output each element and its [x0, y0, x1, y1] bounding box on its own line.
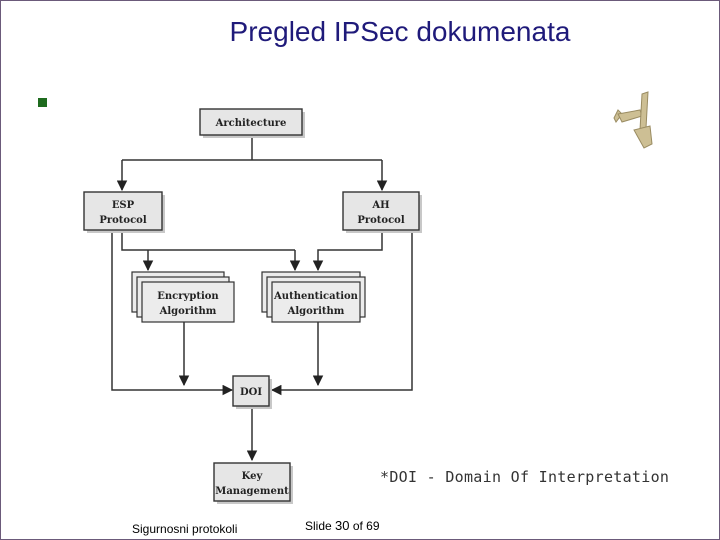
authentication-label-line1: Authentication — [273, 291, 359, 302]
esp-protocol-box: ESP Protocol — [84, 192, 165, 233]
doi-footnote: *DOI - Domain Of Interpretation — [380, 468, 669, 486]
architecture-label: Architecture — [215, 118, 287, 129]
encryption-label-line2: Algorithm — [159, 306, 217, 317]
footer-slide-current: 30 — [335, 518, 349, 533]
architecture-box: Architecture — [200, 109, 305, 138]
doi-box: DOI — [233, 376, 272, 409]
key-label-line2: Management — [215, 486, 289, 497]
footer-slide-total: of 69 — [353, 519, 380, 533]
decorative-tools-icon — [604, 88, 656, 152]
authentication-algorithm-stack: Authentication Algorithm — [262, 272, 365, 322]
doi-label: DOI — [240, 387, 262, 398]
encryption-algorithm-stack: Encryption Algorithm — [132, 272, 234, 322]
footer-slide-number: Slide 30 of 69 — [305, 518, 380, 533]
footer-course-name: Sigurnosni protokoli — [132, 522, 237, 536]
encryption-label-line1: Encryption — [157, 291, 219, 302]
key-management-box: Key Management — [214, 463, 293, 504]
ah-protocol-box: AH Protocol — [343, 192, 422, 233]
footer-slide-word: Slide — [305, 519, 332, 533]
esp-label-line2: Protocol — [99, 215, 147, 226]
ah-label-line2: Protocol — [357, 215, 405, 226]
esp-label-line1: ESP — [112, 200, 135, 211]
ah-label-line1: AH — [371, 200, 389, 211]
authentication-label-line2: Algorithm — [287, 306, 345, 317]
key-label-line1: Key — [242, 471, 264, 482]
